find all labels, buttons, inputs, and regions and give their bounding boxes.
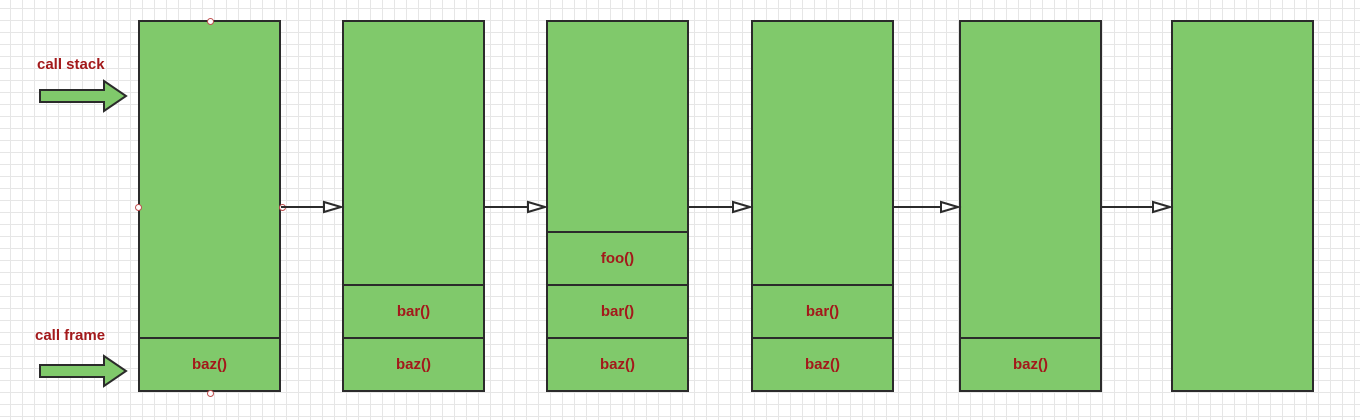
stack-frame: baz() bbox=[548, 337, 687, 390]
selection-handle[interactable] bbox=[134, 203, 142, 211]
stack-frame: baz() bbox=[344, 337, 483, 390]
selection-handle[interactable] bbox=[206, 389, 214, 397]
stack-frame: baz() bbox=[961, 337, 1100, 390]
stack-frame: baz() bbox=[140, 337, 279, 390]
call-frame-label: call frame bbox=[35, 327, 106, 344]
selection-handle[interactable] bbox=[206, 17, 214, 25]
selection-handle[interactable] bbox=[278, 203, 286, 211]
stack-4: bar()baz() bbox=[751, 20, 894, 392]
stack-frame: foo() bbox=[548, 231, 687, 284]
stack-2: bar()baz() bbox=[342, 20, 485, 392]
stack-1: baz() bbox=[138, 20, 281, 392]
stack-5: baz() bbox=[959, 20, 1102, 392]
stack-6 bbox=[1171, 20, 1314, 392]
stack-frame: bar() bbox=[344, 284, 483, 337]
stack-frame: bar() bbox=[548, 284, 687, 337]
call-stack-label: call stack bbox=[37, 56, 105, 73]
stack-frame: bar() bbox=[753, 284, 892, 337]
stack-3: foo()bar()baz() bbox=[546, 20, 689, 392]
stack-frame: baz() bbox=[753, 337, 892, 390]
